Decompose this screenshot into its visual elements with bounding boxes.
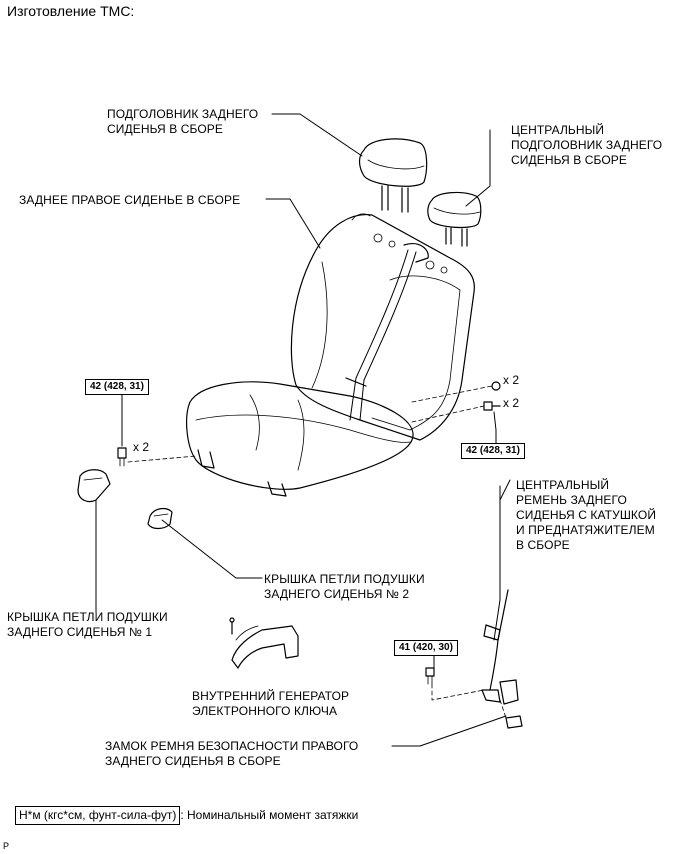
center-headrest-drawing <box>427 191 482 247</box>
center-belt-drawing <box>481 485 523 729</box>
label-belt-buckle: ЗАМОК РЕМНЯ БЕЗОПАСНОСТИ ПРАВОГО ЗАДНЕГО… <box>105 739 359 768</box>
leader-lines <box>95 113 511 747</box>
label-hinge-cover-2: КРЫШКА ПЕТЛИ ПОДУШКИ ЗАДНЕГО СИДЕНЬЯ № 2 <box>264 572 425 601</box>
torque-legend: Н*м (кгс*см, фунт-сила-фут): Номинальный… <box>15 806 358 825</box>
label-rear-right-seat: ЗАДНЕЕ ПРАВОЕ СИДЕНЬЕ В СБОРЕ <box>19 193 241 207</box>
dashed-lines <box>127 385 507 719</box>
label-hinge-cover-1: КРЫШКА ПЕТЛИ ПОДУШКИ ЗАДНЕГО СИДЕНЬЯ № 1 <box>7 610 168 639</box>
hinge-cover-2-drawing <box>147 507 173 530</box>
seat-cushion-drawing <box>186 381 414 497</box>
figure-mark: P <box>3 841 10 851</box>
quantity-left: x 2 <box>133 440 150 454</box>
label-center-headrest: ЦЕНТРАЛЬНЫЙ ПОДГОЛОВНИК ЗАДНЕГО СИДЕНЬЯ … <box>511 123 663 167</box>
seat-back-drawing <box>290 213 475 441</box>
headrest-drawing <box>358 138 428 213</box>
hinge-cover-1-drawing <box>77 469 111 503</box>
label-center-belt-retractor: ЦЕНТРАЛЬНЫЙ РЕМЕНЬ ЗАДНЕГО СИДЕНЬЯ С КАТ… <box>516 478 657 552</box>
quantity-right-bottom: x 2 <box>503 396 520 410</box>
torque-spec-left: 42 (428, 31) <box>85 379 149 395</box>
label-key-generator: ВНУТРЕННИЙ ГЕНЕРАТОР ЭЛЕКТРОННОГО КЛЮЧА <box>192 689 350 718</box>
legend-unit-box: Н*м (кгс*см, фунт-сила-фут) <box>15 806 181 825</box>
label-rear-headrest: ПОДГОЛОВНИК ЗАДНЕГО СИДЕНЬЯ В СБОРЕ <box>107 107 259 136</box>
torque-spec-right: 42 (428, 31) <box>461 443 525 459</box>
legend-description: : Номинальный момент затяжки <box>180 808 359 822</box>
page-title: Изготовление TMC: <box>7 3 135 19</box>
bolts <box>117 381 501 685</box>
torque-spec-buckle: 41 (420, 30) <box>394 640 458 656</box>
key-generator-drawing <box>229 617 299 669</box>
quantity-right-top: x 2 <box>503 373 520 387</box>
